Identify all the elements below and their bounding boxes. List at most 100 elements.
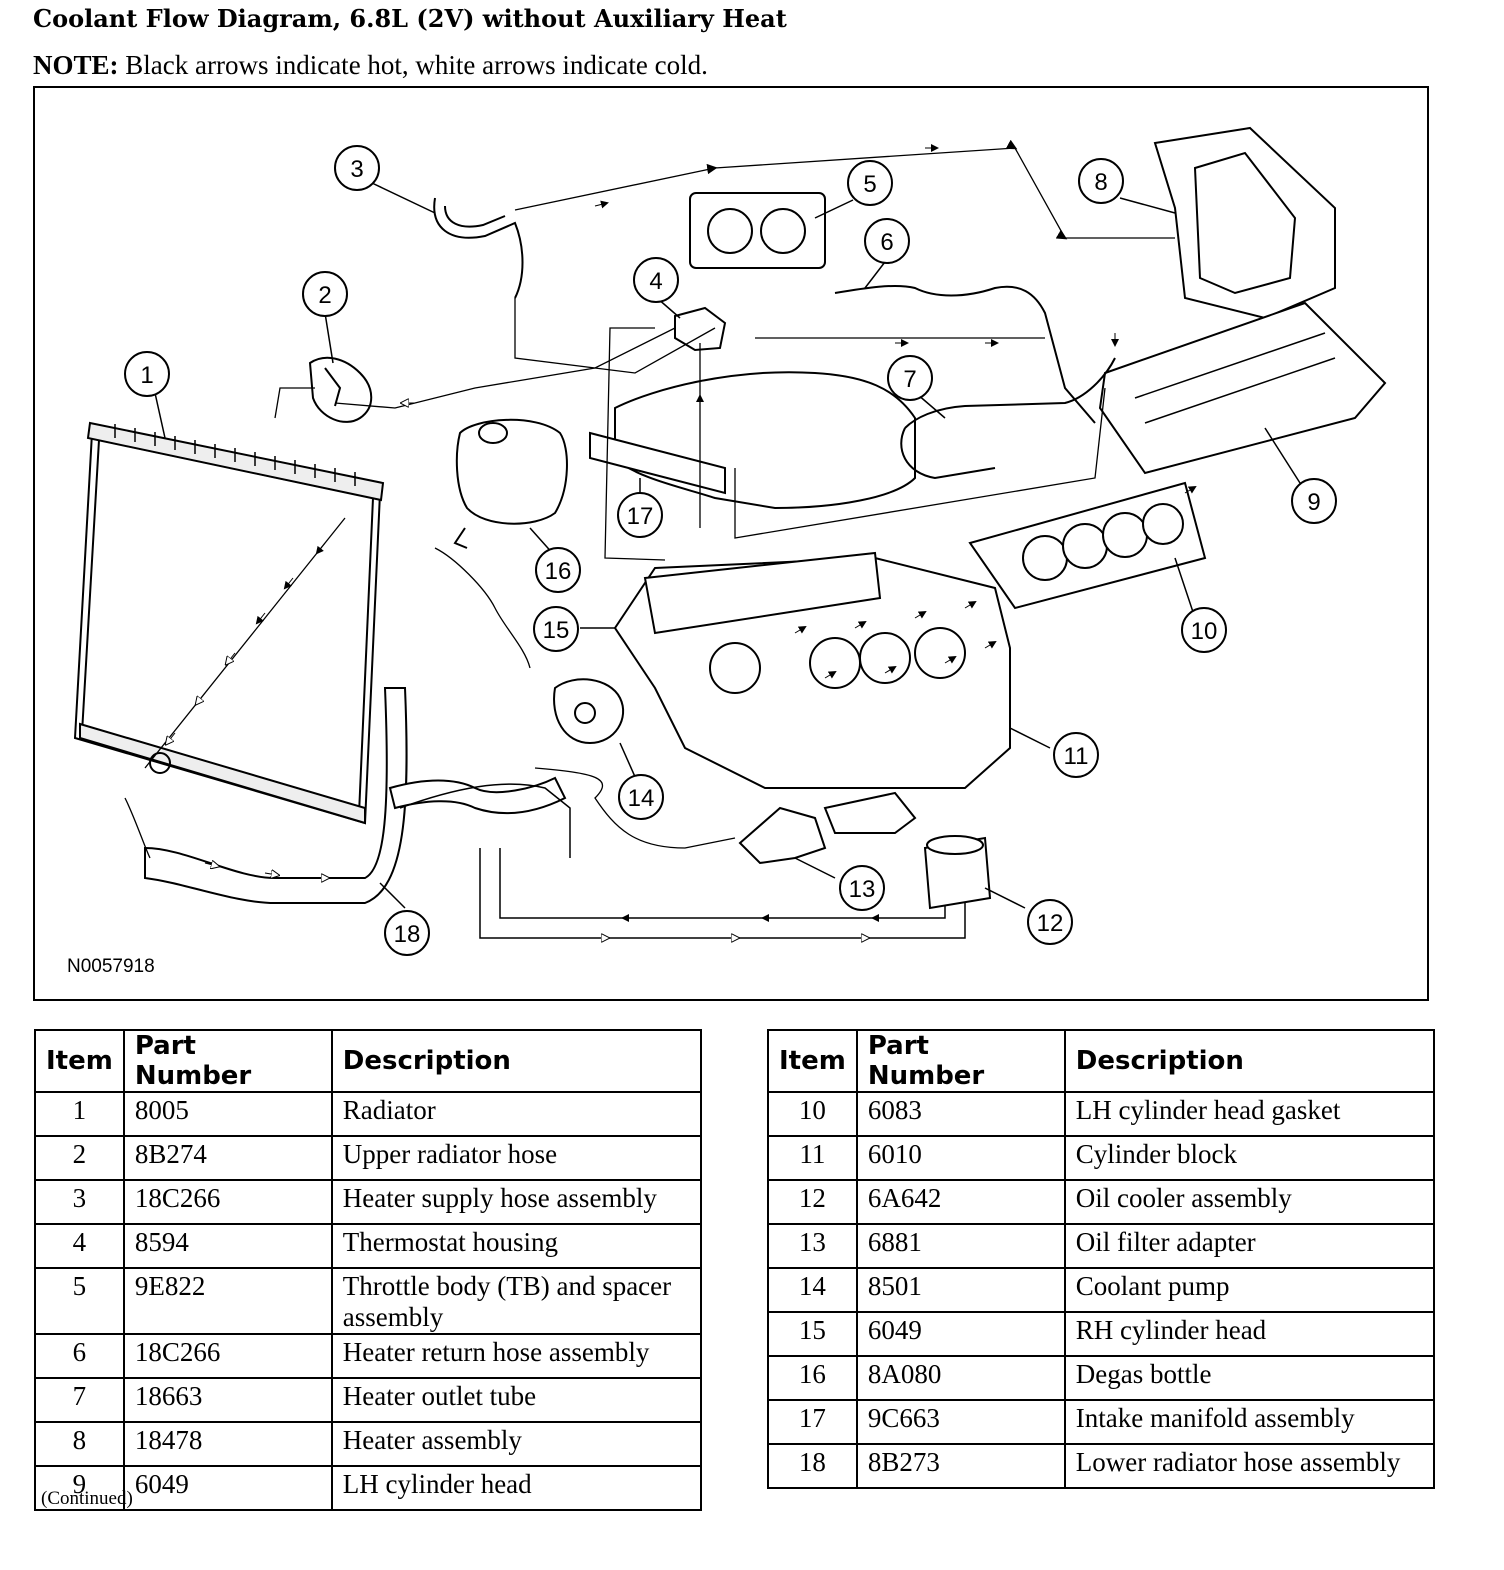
description-cell: LH cylinder head <box>330 1465 703 1511</box>
svg-text:14: 14 <box>628 785 655 812</box>
note-label: NOTE: <box>33 50 119 80</box>
callout-17: 17 <box>617 492 663 538</box>
svg-text:3: 3 <box>350 156 363 183</box>
item-cell: 1 <box>34 1091 125 1137</box>
description-cell: Heater assembly <box>330 1421 703 1467</box>
svg-text:8: 8 <box>1094 169 1107 196</box>
callout-16: 16 <box>535 547 581 593</box>
description-cell: Heater supply hose assembly <box>330 1179 703 1225</box>
callout-13: 13 <box>839 865 885 911</box>
leader-lines <box>154 182 1301 909</box>
header-description: Description <box>330 1029 703 1093</box>
part-number-cell: 6A642 <box>855 1179 1066 1225</box>
upper-radiator-hose <box>308 356 373 423</box>
item-cell: 14 <box>767 1267 858 1313</box>
part-number-cell: 8B274 <box>122 1135 333 1181</box>
continued-note: (Continued) <box>41 1488 133 1509</box>
callout-10: 10 <box>1181 607 1227 653</box>
svg-text:16: 16 <box>545 558 572 585</box>
part-number-cell: 18C266 <box>122 1333 333 1379</box>
callout-14: 14 <box>618 774 664 820</box>
item-cell: 4 <box>34 1223 125 1269</box>
svg-text:13: 13 <box>849 876 876 903</box>
svg-text:18: 18 <box>394 921 421 948</box>
lh-head-gasket <box>968 481 1207 610</box>
callout-4: 4 <box>633 257 679 303</box>
cylinder-block <box>613 551 1011 789</box>
svg-text:10: 10 <box>1191 618 1218 645</box>
heater-supply-hose <box>433 197 524 299</box>
flow-lines <box>124 139 1175 859</box>
description-cell: Upper radiator hose <box>330 1135 703 1181</box>
description-cell: RH cylinder head <box>1063 1311 1436 1357</box>
item-cell: 18 <box>767 1443 858 1489</box>
radiator <box>73 421 385 825</box>
header-item: Item <box>767 1029 858 1093</box>
callout-9: 9 <box>1291 478 1337 524</box>
item-cell: 6 <box>34 1333 125 1379</box>
note-text: Black arrows indicate hot, white arrows … <box>118 50 708 80</box>
callout-7: 7 <box>887 355 933 401</box>
part-number-cell: 9E822 <box>122 1267 333 1335</box>
part-number-cell: 18478 <box>122 1421 333 1467</box>
table-header-row: Item Part Number Description <box>34 1029 703 1093</box>
throttle-body <box>689 192 826 269</box>
svg-text:1: 1 <box>140 362 153 389</box>
intake-manifold <box>589 371 916 510</box>
part-number-cell: 6083 <box>855 1091 1066 1137</box>
part-number-cell: 8005 <box>122 1091 333 1137</box>
callout-15: 15 <box>533 606 579 652</box>
part-number-cell: 8A080 <box>855 1355 1066 1401</box>
header-item: Item <box>34 1029 125 1093</box>
callouts: 1 2 3 4 5 6 7 8 9 10 11 12 13 14 15 16 1… <box>124 145 1337 956</box>
lower-radiator-hose <box>144 687 567 904</box>
description-cell: Heater outlet tube <box>330 1377 703 1423</box>
callout-2: 2 <box>302 271 348 317</box>
item-cell: 5 <box>34 1267 125 1335</box>
part-number-cell: 18663 <box>122 1377 333 1423</box>
item-cell: 11 <box>767 1135 858 1181</box>
description-cell: Lower radiator hose assembly <box>1063 1443 1436 1489</box>
description-cell: LH cylinder head gasket <box>1063 1091 1436 1137</box>
part-number-cell: 8594 <box>122 1223 333 1269</box>
part-number-cell: 9C663 <box>855 1399 1066 1445</box>
description-cell: Heater return hose assembly <box>330 1333 703 1379</box>
coolant-flow-diagram: 1 2 3 4 5 6 7 8 9 10 11 12 13 14 15 16 1… <box>33 86 1429 1001</box>
part-number-cell: 18C266 <box>122 1179 333 1225</box>
item-cell: 10 <box>767 1091 858 1137</box>
header-description: Description <box>1063 1029 1436 1093</box>
svg-text:11: 11 <box>1064 743 1089 770</box>
description-cell: Degas bottle <box>1063 1355 1436 1401</box>
item-cell: 8 <box>34 1421 125 1467</box>
header-part-number: Part Number <box>122 1029 333 1093</box>
thermostat-housing <box>674 306 727 352</box>
coolant-pump <box>553 678 625 745</box>
flow-arrows <box>167 144 1197 938</box>
part-number-cell: 8B273 <box>855 1443 1066 1489</box>
note: NOTE: Black arrows indicate hot, white a… <box>33 50 708 81</box>
part-number-cell: 8501 <box>855 1267 1066 1313</box>
oil-cooler <box>923 835 992 910</box>
svg-text:4: 4 <box>649 268 662 295</box>
description-cell: Coolant pump <box>1063 1267 1436 1313</box>
item-cell: 16 <box>767 1355 858 1401</box>
degas-bottle <box>453 418 568 549</box>
description-cell: Oil cooler assembly <box>1063 1179 1436 1225</box>
callout-11: 11 <box>1053 732 1099 778</box>
callout-6: 6 <box>864 218 910 264</box>
callout-18: 18 <box>384 910 430 956</box>
heater-return-hose <box>834 284 1116 480</box>
description-cell: Oil filter adapter <box>1063 1223 1436 1269</box>
callout-3: 3 <box>334 145 380 191</box>
oil-filter-adapter <box>738 791 917 865</box>
item-cell: 13 <box>767 1223 858 1269</box>
